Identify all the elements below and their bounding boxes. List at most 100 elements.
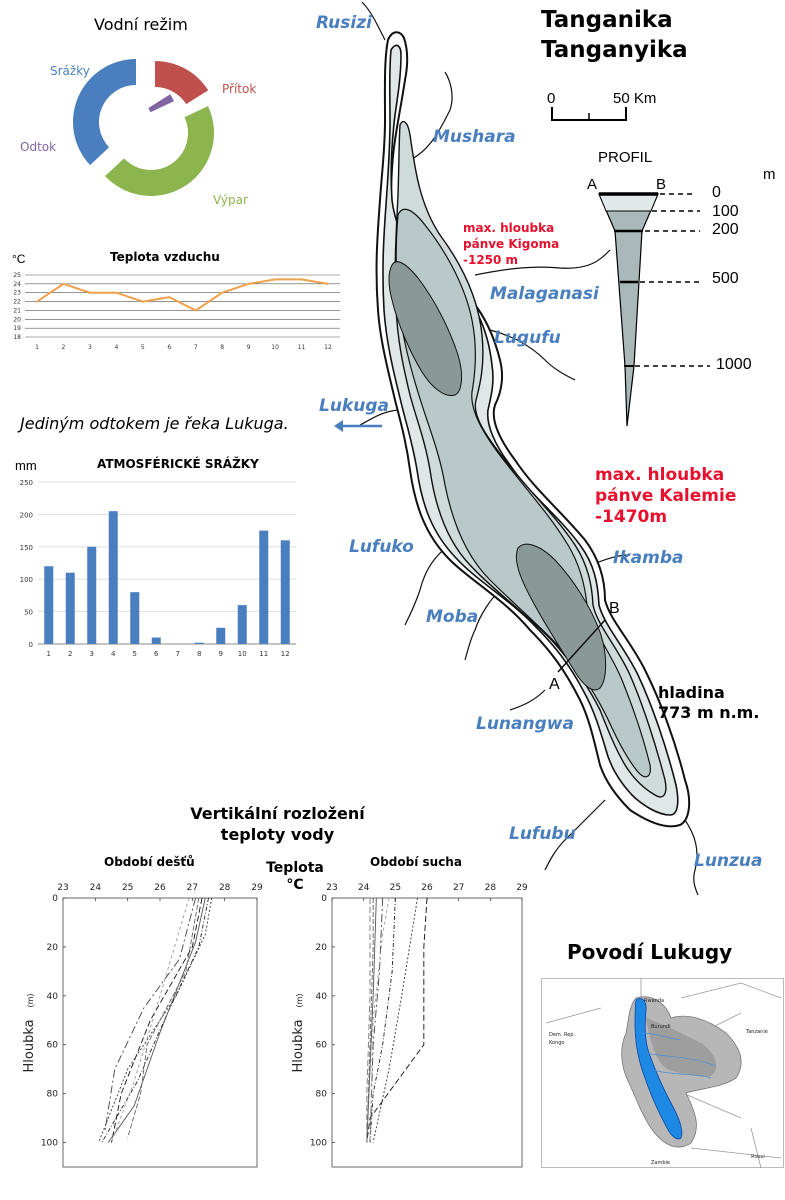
air-y-tick: 22 [13,299,21,306]
water-y-tick: 60 [47,1041,59,1051]
water-y-tick: 100 [41,1139,58,1149]
water-x-tick: 29 [516,883,528,893]
kigoma-line3: -1250 m [463,253,519,267]
water-temp-profile-line [369,897,384,1143]
precip-x-tick: 1 [47,650,51,658]
dry-title: Období sucha [370,855,462,869]
water-y-tick: 40 [316,992,328,1002]
air-temp-point [168,296,171,298]
river-mushara [409,71,453,161]
rivers [359,1,699,896]
profile-depth-1000: 1000 [716,356,752,373]
profile-depth-0: 0 [712,184,721,201]
water-regime-chart: Srážky Přítok Odtok Výpar [20,59,256,207]
profile-shape [598,193,659,427]
air-temp-point [36,300,38,303]
precip-bar [216,627,226,644]
precip-x-tick: 5 [133,650,137,658]
precip-x-tick: 9 [219,650,223,658]
section-label-b: B [609,600,620,617]
profile-frame [331,897,523,1168]
level-line2: 773 m n.m. [658,703,760,722]
rainy-title: Období dešťů [104,855,195,869]
water-y-tick: 80 [47,1090,59,1100]
section-label-a: A [549,676,560,693]
air-x-tick: 4 [114,344,118,351]
kigoma-line1: max. hloubka [463,221,555,235]
outflow-arrow [334,420,382,432]
river-lunangwa [509,689,546,711]
water-x-tick: 25 [390,883,401,893]
river-moba [464,589,501,661]
water-temp-profile-line [111,897,190,1143]
water-temp-profile-line [366,897,428,1143]
precip-x-tick: 12 [281,650,290,658]
profile-title: PROFIL [598,149,653,166]
air-x-tick: 10 [271,344,279,351]
air-y-tick: 20 [13,316,21,323]
precip-y-tick: 150 [20,544,33,552]
air-temp-point [274,278,276,281]
river-lugufu [489,329,576,381]
water-temp-profile-line [98,897,213,1143]
label-evap: Výpar [213,193,248,207]
water-temp-profile-line [104,897,197,1131]
air-temp-point [115,291,118,294]
precip-bar [44,566,54,644]
precip-y-tick: 200 [20,511,33,519]
precip-x-tick: 3 [90,650,94,658]
air-temp-point [327,283,329,285]
air-y-tick: 25 [13,272,21,279]
basin-title: Povodí Lukugy [567,940,733,964]
air-temp-point [62,283,65,285]
label-outflow: Odtok [20,140,56,154]
donut-slice-precip [72,59,136,166]
air-y-tick: 21 [13,307,21,314]
basin-label-zambia: Zambie [651,1160,670,1166]
water-x-tick: 23 [326,883,337,893]
water-temp-profile-line [366,898,374,1143]
teplota-label: Teplota °C [260,860,330,894]
water-y-unit: (m) [26,993,35,1007]
precip-y-tick: 100 [20,576,33,584]
water-temp-profile-line [366,898,371,1143]
teplota-line2: °C [286,877,304,893]
water-y-unit: (m) [295,993,304,1007]
precip-bar [194,642,204,644]
air-y-tick: 18 [13,334,21,341]
water-y-tick: 20 [47,943,59,953]
water-y-tick: 0 [321,894,327,904]
label-moba: Moba [426,607,479,627]
precip-x-tick: 7 [176,650,180,658]
precip-bar [151,637,161,644]
water-temp-title-line2: teploty vody [220,825,335,844]
water-x-tick: 29 [251,883,263,893]
label-lunangwa: Lunangwa [476,714,574,734]
precip-x-tick: 11 [259,650,268,658]
profile-depth-100: 100 [712,203,739,220]
profile-diagram [598,192,710,427]
water-x-tick: 25 [122,883,133,893]
scale-bar [551,107,627,121]
precip-bar [65,572,75,644]
water-x-tick: 23 [57,883,68,893]
water-temp-title: Vertikální rozložení teploty vody [150,803,405,845]
profile-depth-200: 200 [712,221,739,238]
label-ikamba: Ikamba [613,548,684,568]
precip-title: ATMOSFÉRICKÉ SRÁŽKY [97,457,259,471]
basin-kalemie [515,543,607,691]
precip-bar [280,540,290,644]
air-temp-point [194,309,197,312]
precip-y-tick: 50 [24,609,33,617]
river-rusizi [361,1,386,41]
precip-y-tick: 0 [29,641,33,649]
basin-label-rwanda: Rwanda [644,998,664,1004]
air-y-tick: 19 [13,325,21,332]
water-level-label: hladina 773 m n.m. [658,683,759,723]
label-inflow: Přítok [222,82,256,96]
precip-bar [108,511,118,644]
label-lunzua: Lunzua [694,851,763,871]
basin-lake [634,998,683,1140]
